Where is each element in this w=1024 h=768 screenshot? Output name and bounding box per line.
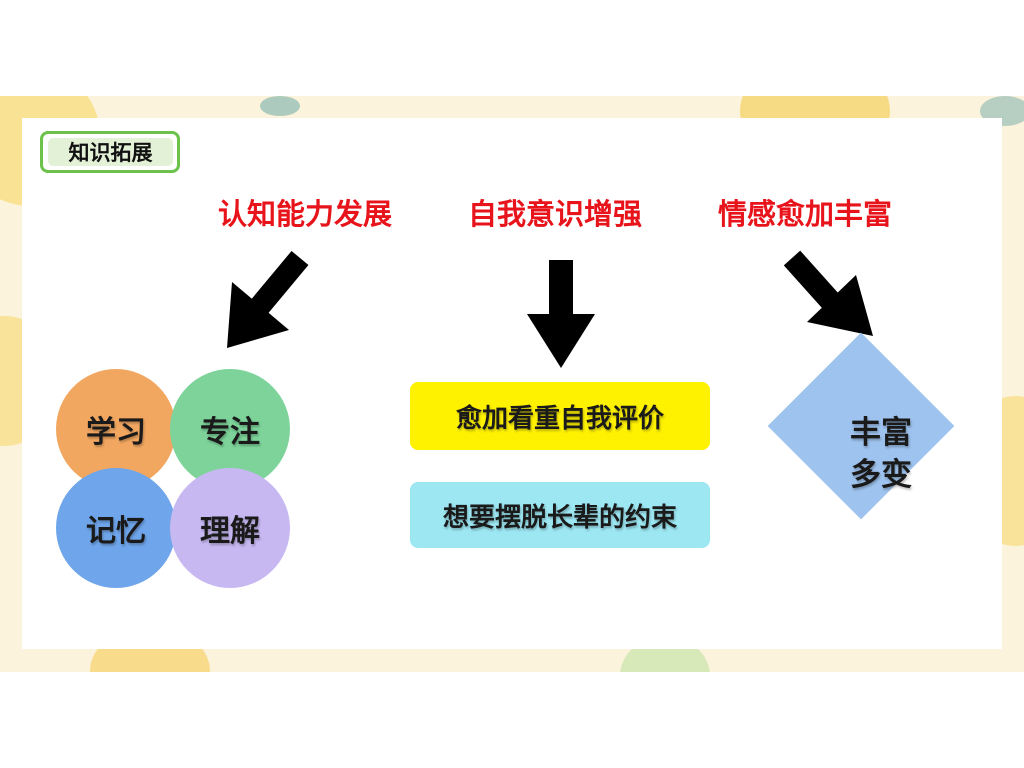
circle-memory: 记忆: [56, 468, 176, 588]
circle-understanding: 理解: [170, 468, 290, 588]
section-tag-label: 知识拓展: [48, 138, 173, 166]
diamond-line-rich: 丰富: [850, 415, 912, 452]
diamond-line-changeable: 多变: [850, 457, 912, 493]
heading-cognitive: 认知能力发展: [217, 197, 392, 231]
heading-emotion: 情感愈加丰富: [717, 197, 892, 231]
leaf-decoration: [260, 96, 300, 116]
box-break-free: 想要摆脱长辈的约束: [410, 482, 710, 548]
section-tag: 知识拓展: [40, 131, 180, 173]
box-self-evaluation: 愈加看重自我评价: [410, 382, 710, 450]
diamond-label: 丰富 多变: [821, 400, 941, 510]
heading-self-awareness: 自我意识增强: [467, 197, 642, 231]
